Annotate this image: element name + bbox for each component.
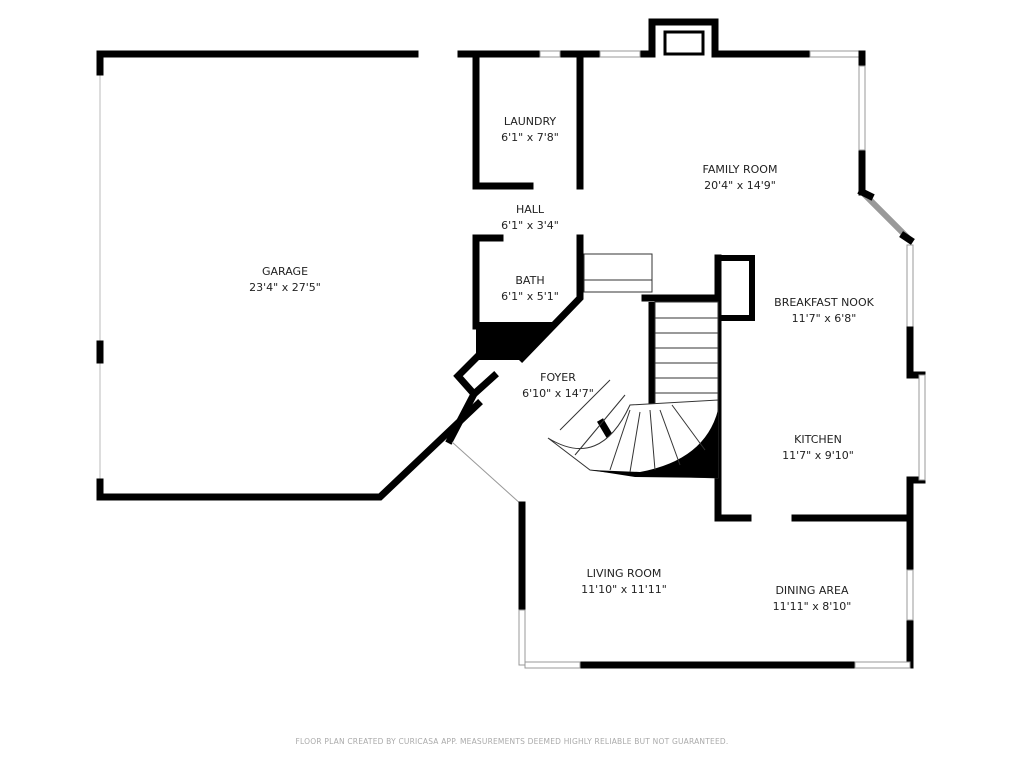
bath-left-wall: [472, 234, 504, 330]
bay-window: [859, 189, 913, 243]
fireplace: [663, 30, 705, 56]
window: [906, 244, 914, 331]
east-wall: [906, 326, 926, 669]
window: [809, 50, 861, 58]
laundry-left-wall: [472, 50, 534, 190]
window: [918, 374, 926, 481]
footer-disclaimer: FLOOR PLAN CREATED BY CURICASA APP. MEAS…: [295, 737, 729, 746]
front-door-window: [451, 441, 523, 506]
kitchen-left-wall: [714, 254, 752, 522]
upper-stair: [583, 253, 653, 293]
window: [906, 569, 914, 621]
bath-solid-fill: [476, 322, 556, 360]
chimney: [648, 18, 719, 58]
window: [539, 50, 561, 58]
window: [854, 661, 911, 669]
garage-bottom-wall: [96, 399, 483, 501]
entry-wall: [445, 389, 479, 445]
pantry: [715, 255, 755, 321]
bay-wall: [857, 187, 915, 245]
entry-jog-wall: [453, 353, 499, 399]
window: [858, 65, 866, 151]
curved-stair-treads: [559, 379, 706, 473]
window: [599, 50, 641, 58]
bath-right-wall: [517, 234, 584, 363]
window: [524, 661, 581, 669]
window: [518, 609, 526, 666]
stair-solid: [590, 410, 718, 478]
